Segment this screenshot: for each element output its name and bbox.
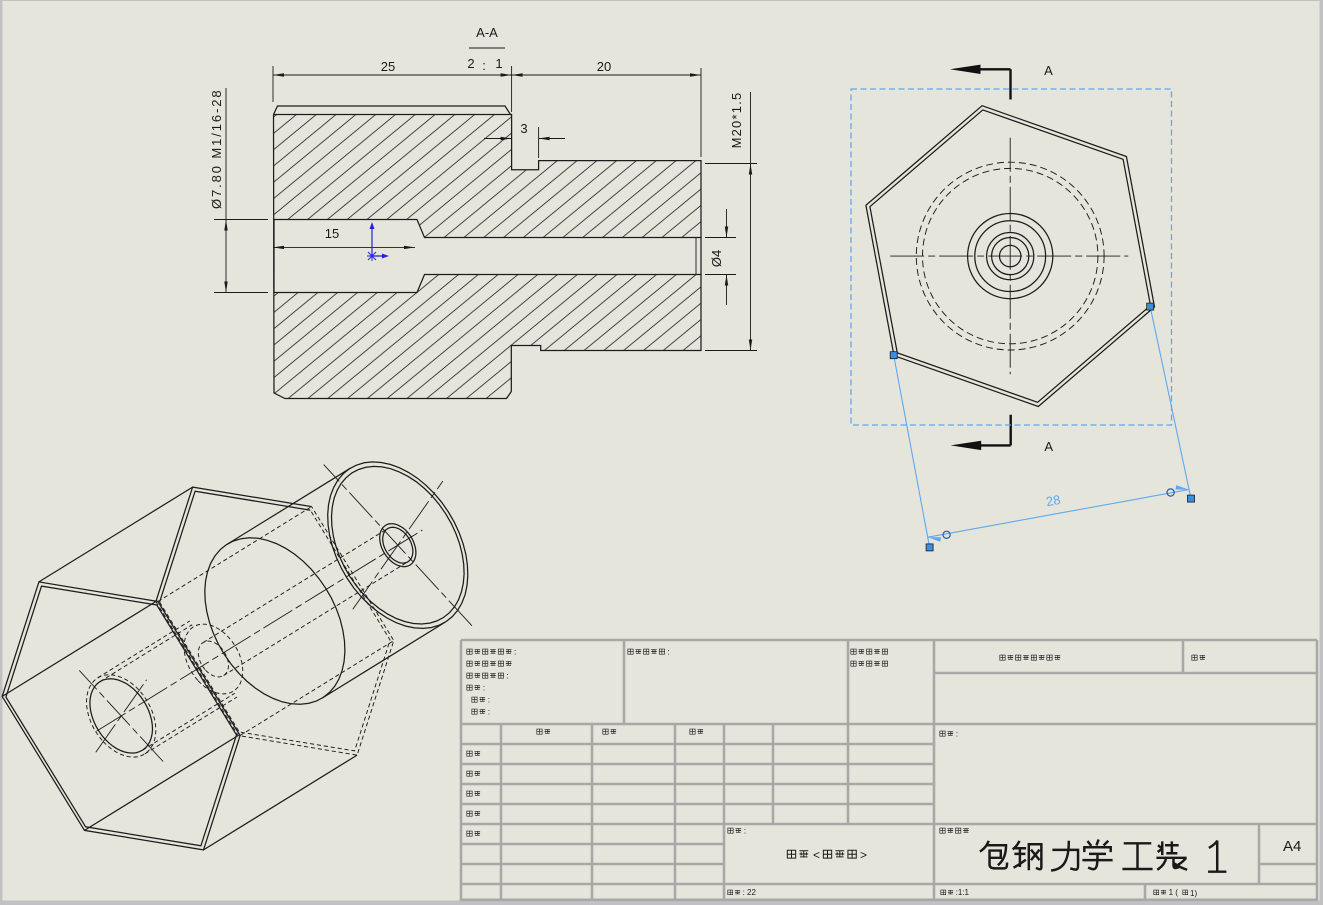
svg-text:1 (: 1 ( bbox=[1169, 888, 1179, 897]
svg-text::: : bbox=[667, 646, 669, 656]
svg-text::: : bbox=[488, 706, 490, 716]
svg-text:M20*1.5: M20*1.5 bbox=[729, 92, 744, 149]
svg-text:A: A bbox=[1044, 439, 1053, 454]
svg-text:2: 2 bbox=[467, 56, 474, 71]
svg-text:25: 25 bbox=[381, 59, 395, 74]
svg-text:>: > bbox=[860, 848, 867, 862]
svg-text::: : bbox=[482, 58, 486, 73]
svg-text:20: 20 bbox=[597, 59, 611, 74]
svg-text::: : bbox=[506, 670, 508, 680]
svg-text:A4: A4 bbox=[1283, 838, 1301, 855]
svg-text:<: < bbox=[813, 848, 820, 862]
svg-text:Ø7.80 M1/16-28: Ø7.80 M1/16-28 bbox=[209, 88, 224, 209]
svg-text::: : bbox=[956, 728, 958, 738]
svg-text:A: A bbox=[1044, 63, 1053, 78]
svg-text::: : bbox=[514, 646, 516, 656]
svg-text:Ø4: Ø4 bbox=[709, 250, 724, 267]
svg-text:A-A: A-A bbox=[476, 25, 498, 40]
svg-text::: : bbox=[488, 694, 490, 704]
svg-text::1:1: :1:1 bbox=[956, 888, 970, 897]
svg-text::: : bbox=[744, 825, 746, 835]
svg-text:28: 28 bbox=[1045, 492, 1062, 509]
svg-text:1: 1 bbox=[495, 56, 502, 71]
svg-text:1): 1) bbox=[1190, 889, 1197, 898]
svg-text:: 22: : 22 bbox=[743, 888, 757, 897]
svg-text:15: 15 bbox=[325, 226, 339, 241]
svg-text::: : bbox=[483, 682, 485, 692]
svg-text:3: 3 bbox=[520, 121, 527, 136]
